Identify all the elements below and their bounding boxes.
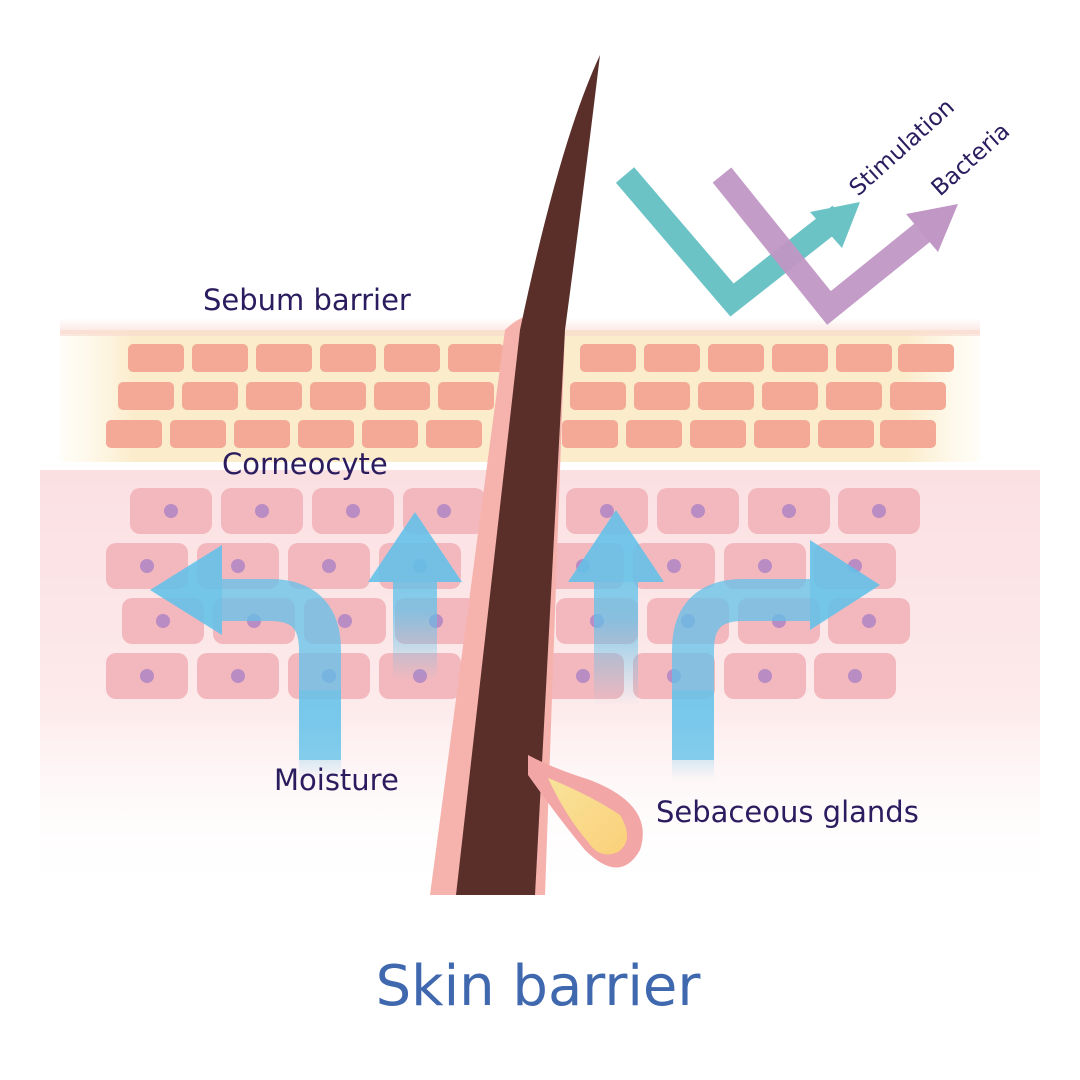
- corneocyte-brick: [818, 420, 874, 448]
- corneocyte-brick: [690, 420, 746, 448]
- corneocyte-brick: [320, 344, 376, 372]
- corneocyte-brick: [898, 344, 954, 372]
- cell-nucleus: [156, 614, 170, 628]
- cell-nucleus: [140, 669, 154, 683]
- cell-nucleus: [346, 504, 360, 518]
- corneocyte-brick: [562, 420, 618, 448]
- moisture-arrows: [150, 510, 880, 780]
- label-sebaceous-glands: Sebaceous glands: [656, 795, 919, 829]
- corneocyte-brick: [698, 382, 754, 410]
- corneocyte-brick: [426, 420, 482, 448]
- cell-nucleus: [691, 504, 705, 518]
- corneocyte-brick: [826, 382, 882, 410]
- corneocyte-brick: [580, 344, 636, 372]
- corneocyte-brick: [192, 344, 248, 372]
- corneocyte-brick: [128, 344, 184, 372]
- cell-nucleus: [164, 504, 178, 518]
- label-moisture: Moisture: [274, 763, 399, 797]
- corneocyte-brick: [570, 382, 626, 410]
- diagram-title: Skin barrier: [376, 954, 702, 1019]
- bacteria-arrow: [712, 167, 958, 325]
- corneocyte-brick: [644, 344, 700, 372]
- corneocyte-brick: [836, 344, 892, 372]
- cell-nucleus: [255, 504, 269, 518]
- corneocyte-brick: [256, 344, 312, 372]
- corneocyte-brick: [772, 344, 828, 372]
- corneocyte-brick: [118, 382, 174, 410]
- cell-nucleus: [600, 504, 614, 518]
- corneocyte-brick: [362, 420, 418, 448]
- corneocyte-brick: [754, 420, 810, 448]
- corneocyte-brick: [298, 420, 354, 448]
- label-corneocyte: Corneocyte: [222, 447, 388, 481]
- cell-nucleus: [231, 669, 245, 683]
- cell-nucleus: [338, 614, 352, 628]
- corneocyte-brick: [626, 420, 682, 448]
- cell-nucleus: [872, 504, 886, 518]
- cell-nucleus: [140, 559, 154, 573]
- cell-nucleus: [322, 559, 336, 573]
- corneocyte-bricks: [106, 344, 954, 448]
- cell-nucleus: [782, 504, 796, 518]
- cell-nucleus: [667, 559, 681, 573]
- corneocyte-brick: [106, 420, 162, 448]
- corneocyte-brick: [448, 344, 504, 372]
- corneocyte-brick: [182, 382, 238, 410]
- corneocyte-brick: [438, 382, 494, 410]
- cell-nucleus: [576, 669, 590, 683]
- cell-nucleus: [231, 559, 245, 573]
- corneocyte-brick: [890, 382, 946, 410]
- corneocyte-brick: [384, 344, 440, 372]
- stimulation-arrow: [615, 167, 860, 317]
- cell-nucleus: [758, 669, 772, 683]
- corneocyte-brick: [170, 420, 226, 448]
- corneocyte-brick: [374, 382, 430, 410]
- moisture-arrow-up-left: [368, 512, 462, 680]
- cell-nucleus: [848, 669, 862, 683]
- corneocyte-brick: [762, 382, 818, 410]
- corneocyte-brick: [234, 420, 290, 448]
- cell-nucleus: [437, 504, 451, 518]
- corneocyte-brick: [708, 344, 764, 372]
- sebaceous-gland: [528, 755, 643, 868]
- cell-nucleus: [758, 559, 772, 573]
- corneocyte-brick: [634, 382, 690, 410]
- corneocyte-brick: [246, 382, 302, 410]
- cell-nucleus: [862, 614, 876, 628]
- hair-shaft: [456, 55, 600, 895]
- corneocyte-brick: [880, 420, 936, 448]
- label-sebum-barrier: Sebum barrier: [203, 283, 411, 317]
- corneocyte-brick: [310, 382, 366, 410]
- moisture-arrow-curve-left: [150, 545, 341, 780]
- moisture-arrow-up-right: [568, 510, 664, 705]
- moisture-arrow-curve-right: [672, 540, 880, 780]
